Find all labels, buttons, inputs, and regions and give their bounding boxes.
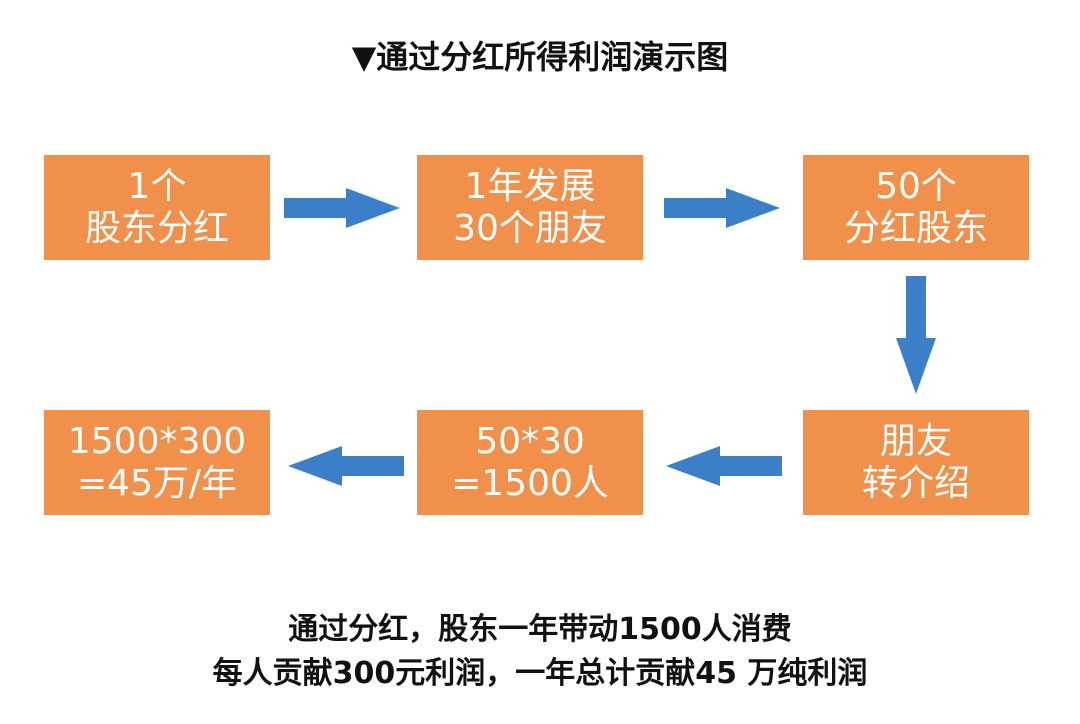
box-line: 1500*300 (67, 420, 247, 462)
box-line: 转介绍 (861, 462, 970, 504)
arrow-down-icon (896, 276, 936, 394)
box-line: 朋友 (879, 420, 952, 462)
box-dividend-shareholders: 50个 分红股东 (803, 155, 1029, 260)
arrow-right-icon (664, 188, 780, 228)
box-people-count: 50*30 =1500人 (417, 410, 643, 515)
box-line: =1500人 (451, 462, 609, 504)
box-line: 1年发展 (464, 165, 596, 207)
box-line: 股东分红 (84, 207, 229, 249)
summary-line-1: 通过分红，股东一年带动1500人消费 (288, 612, 792, 647)
box-annual-profit: 1500*300 =45万/年 (44, 410, 270, 515)
summary-line-2: 每人贡献300元利润，一年总计贡献45 万纯利润 (212, 656, 868, 691)
arrow-left-icon (666, 446, 782, 486)
box-friend-referral: 朋友 转介绍 (803, 410, 1029, 515)
box-line: =45万/年 (76, 462, 238, 504)
box-line: 30个朋友 (453, 207, 607, 249)
diagram-title: ▼通过分红所得利润演示图 (351, 38, 729, 76)
box-line: 50个 (875, 165, 957, 207)
box-shareholder-dividend: 1个 股东分红 (44, 155, 270, 260)
box-line: 50*30 (475, 420, 585, 462)
box-develop-friends: 1年发展 30个朋友 (417, 155, 643, 260)
box-line: 1个 (127, 165, 187, 207)
arrow-left-icon (288, 446, 404, 486)
arrow-right-icon (284, 188, 400, 228)
box-line: 分红股东 (843, 207, 988, 249)
